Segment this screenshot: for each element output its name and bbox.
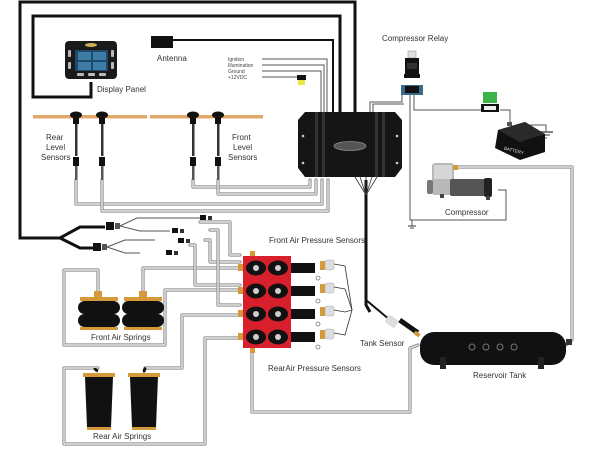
harness-split bbox=[20, 215, 212, 255]
compressor-label: Compressor bbox=[445, 208, 489, 217]
solenoid-valve-row bbox=[238, 305, 353, 327]
antenna-label: Antenna bbox=[157, 54, 187, 63]
solenoid-valve-row bbox=[238, 282, 353, 311]
level-sensor bbox=[212, 111, 224, 180]
front-level-sensors-label-2: Level bbox=[233, 143, 252, 152]
battery-text: BATTERY bbox=[503, 146, 524, 156]
level-sensor bbox=[187, 111, 199, 180]
fuse bbox=[481, 92, 499, 112]
tank-sensor bbox=[385, 315, 421, 338]
front-level-sensors-label-1: Front bbox=[232, 133, 251, 142]
air-pressure-sensor bbox=[320, 305, 353, 317]
air-pressure-sensor bbox=[320, 309, 353, 340]
front-air-pressure-sensors-label: Front Air Pressure Sensors bbox=[269, 236, 365, 245]
rear-level-sensors-label-1: Rear bbox=[46, 133, 64, 142]
level-sensor-arms bbox=[33, 115, 263, 119]
front-air-spring-right bbox=[122, 291, 164, 330]
solenoid-valve-row bbox=[238, 259, 353, 311]
rear-air-spring-right bbox=[128, 366, 160, 430]
battery: BATTERY bbox=[495, 122, 545, 160]
power-input-ignition: Ignition bbox=[228, 57, 244, 63]
reservoir-tank bbox=[420, 332, 572, 369]
controller-module bbox=[298, 112, 402, 196]
front-air-springs-label: Front Air Springs bbox=[91, 333, 151, 342]
compressor bbox=[427, 163, 492, 200]
level-sensor bbox=[70, 111, 82, 180]
power-input-12vdc: +12VDC bbox=[228, 75, 247, 81]
air-pressure-sensor bbox=[320, 259, 353, 311]
compressor-relay-label: Compressor Relay bbox=[382, 34, 448, 43]
air-pressure-sensor bbox=[320, 282, 353, 311]
rear-air-pressure-sensors-label: RearAir Pressure Sensors bbox=[268, 364, 361, 373]
rear-air-spring-left bbox=[83, 367, 115, 430]
solenoid-valve-row bbox=[238, 309, 353, 350]
rear-level-sensors-label-3: Sensors bbox=[41, 153, 70, 162]
rear-level-sensors-label-2: Level bbox=[46, 143, 65, 152]
power-input-ground: Ground bbox=[228, 69, 245, 75]
front-level-sensors-label-3: Sensors bbox=[228, 153, 257, 162]
front-air-spring-left bbox=[78, 291, 120, 330]
compressor-relay bbox=[401, 50, 423, 95]
ground-icon bbox=[408, 225, 416, 229]
air-hoses bbox=[62, 95, 574, 446]
antenna bbox=[151, 36, 173, 48]
tank-sensor-label: Tank Sensor bbox=[360, 339, 405, 348]
reservoir-tank-label: Reservoir Tank bbox=[473, 371, 527, 380]
rear-air-springs-label: Rear Air Springs bbox=[93, 432, 151, 441]
level-sensor bbox=[96, 111, 108, 180]
display-panel bbox=[65, 41, 117, 79]
display-panel-label: Display Panel bbox=[97, 85, 146, 94]
power-plug bbox=[297, 75, 306, 85]
power-input-illumination: Illumination bbox=[228, 63, 254, 69]
